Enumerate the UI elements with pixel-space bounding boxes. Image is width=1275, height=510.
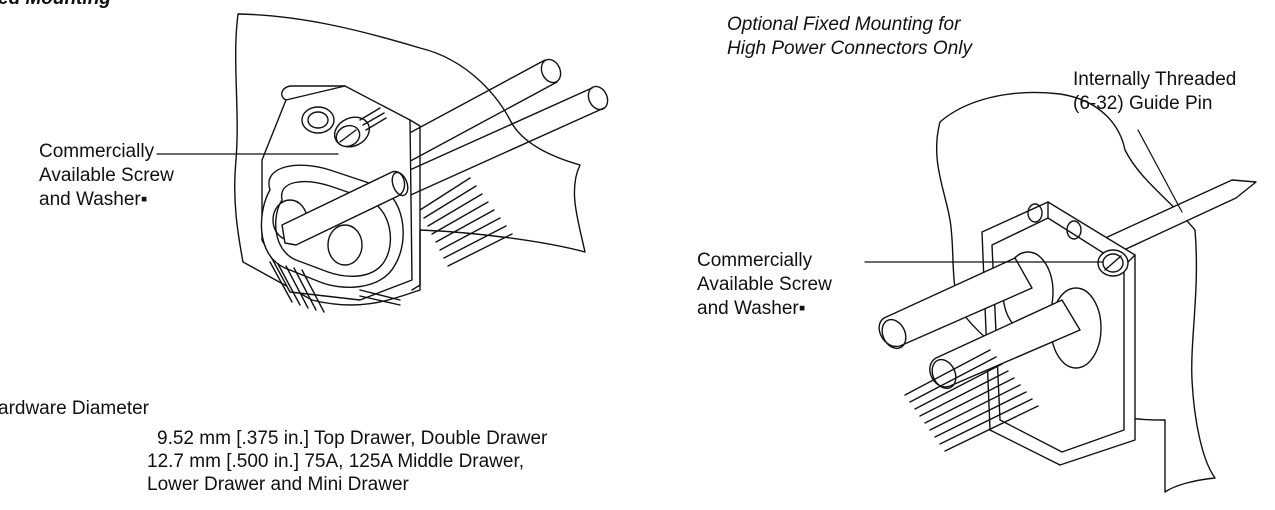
left-figure-title: ed Mounting — [0, 0, 111, 10]
left-oval-hole-right — [327, 224, 363, 266]
left-connector-flange — [281, 85, 421, 291]
right-guide-pin-leader — [1137, 129, 1183, 213]
right-figure-title-line-2: High Power Connectors Only — [727, 38, 972, 59]
right-screw-callout-line-1: Commercially — [697, 250, 813, 271]
left-cable-lower-end — [587, 85, 609, 111]
left-pin-bundle — [269, 261, 401, 313]
right-screw-callout-line-3: and Washer▪ — [697, 298, 806, 319]
right-panel-hole-2 — [1066, 220, 1082, 240]
left-upper-hole-inner — [307, 111, 329, 129]
left-wire-bundle — [419, 177, 513, 267]
right-mounting-illustration — [864, 91, 1257, 493]
left-upper-hole — [301, 106, 335, 134]
left-cable-lower — [391, 87, 605, 199]
left-screw-thread — [359, 107, 387, 131]
hardware-notes-heading: ardware Diameter — [0, 398, 149, 419]
hardware-note-line-1: 9.52 mm [.375 in.] Top Drawer, Double Dr… — [157, 428, 548, 449]
hardware-note-line-2: 12.7 mm [.500 in.] 75A, 125A Middle Draw… — [147, 451, 525, 472]
left-screw-callout-line-1: Commercially — [39, 141, 155, 162]
left-screw-callout-line-3: and Washer▪ — [39, 189, 148, 210]
right-screw-callout-line-2: Available Screw — [697, 274, 832, 295]
left-screw-callout-line-2: Available Screw — [39, 165, 174, 186]
guide-pin-callout-line-1: Internally Threaded — [1073, 69, 1237, 90]
guide-pin-callout-line-2: (6-32) Guide Pin — [1073, 93, 1213, 114]
right-screw-slot — [1104, 255, 1122, 271]
right-figure-title-line-1: Optional Fixed Mounting for — [727, 14, 961, 35]
left-cable-upper-end — [540, 58, 562, 84]
left-screw-slot — [339, 129, 357, 143]
left-oval-inner — [275, 180, 391, 277]
left-mounting-illustration — [156, 13, 609, 313]
left-panel-outline — [234, 13, 586, 306]
left-guide-pin — [281, 170, 406, 246]
left-guide-pin-end — [391, 171, 409, 197]
right-cable-upper — [878, 257, 1033, 347]
right-wire-bundle — [904, 349, 1039, 452]
right-cable-upper-end — [881, 318, 907, 350]
right-panel-hole-1 — [1027, 203, 1043, 223]
hardware-note-line-3: Lower Drawer and Mini Drawer — [147, 474, 409, 495]
